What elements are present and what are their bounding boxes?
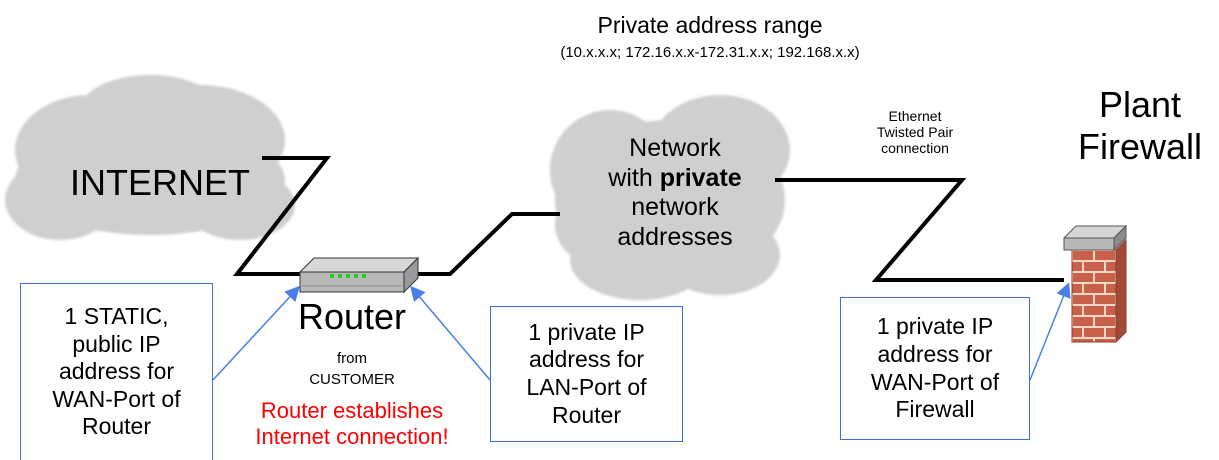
ethernet-label: Ethernet Twisted Pair connection (876, 108, 954, 157)
wan-firewall-ip-box: 1 private IP address for WAN-Port of Fir… (840, 297, 1030, 440)
arrow-lan-router (410, 285, 491, 381)
private-network-cloud (550, 95, 790, 300)
router-note: Router establishes Internet connection! (255, 398, 449, 450)
firewall-wall (1062, 224, 1128, 344)
network-line-1: Network (629, 134, 721, 162)
network-line-4: addresses (617, 222, 733, 251)
internet-cloud (5, 75, 295, 240)
wan-router-ip-box: 1 STATIC, public IP address for WAN-Port… (20, 283, 213, 460)
wan-firewall-ip-text: 1 private IP address for WAN-Port of Fir… (870, 313, 1000, 423)
router-customer-label: CUSTOMER (309, 371, 395, 388)
internet-label: INTERNET (70, 162, 250, 203)
router-from-label: from (337, 350, 367, 367)
router-label: Router (297, 296, 407, 337)
router-network-link (418, 212, 560, 276)
network-firewall-link (775, 178, 1064, 282)
internet-router-link (232, 156, 332, 276)
lan-router-ip-text: 1 private IP address for LAN-Port of Rou… (526, 318, 647, 428)
lan-router-ip-box: 1 private IP address for LAN-Port of Rou… (490, 306, 683, 442)
network-line-2: with private (608, 163, 742, 192)
router-device (298, 256, 420, 294)
callout-arrows (212, 282, 1071, 381)
network-private-bold: private (659, 163, 742, 192)
page-subtitle: (10.x.x.x; 172.16.x.x-172.31.x.x; 192.16… (560, 44, 860, 61)
wan-router-ip-text: 1 STATIC, public IP address for WAN-Port… (52, 303, 181, 440)
connection-lines (232, 156, 1064, 282)
network-label: Network with private network addresses (580, 134, 770, 252)
network-line-3: network (631, 193, 719, 221)
firewall-label: Plant Firewall (1077, 84, 1202, 168)
arrow-wan-router (212, 285, 301, 381)
page-title: Private address range (597, 12, 823, 38)
arrow-wan-firewall (1029, 282, 1071, 381)
